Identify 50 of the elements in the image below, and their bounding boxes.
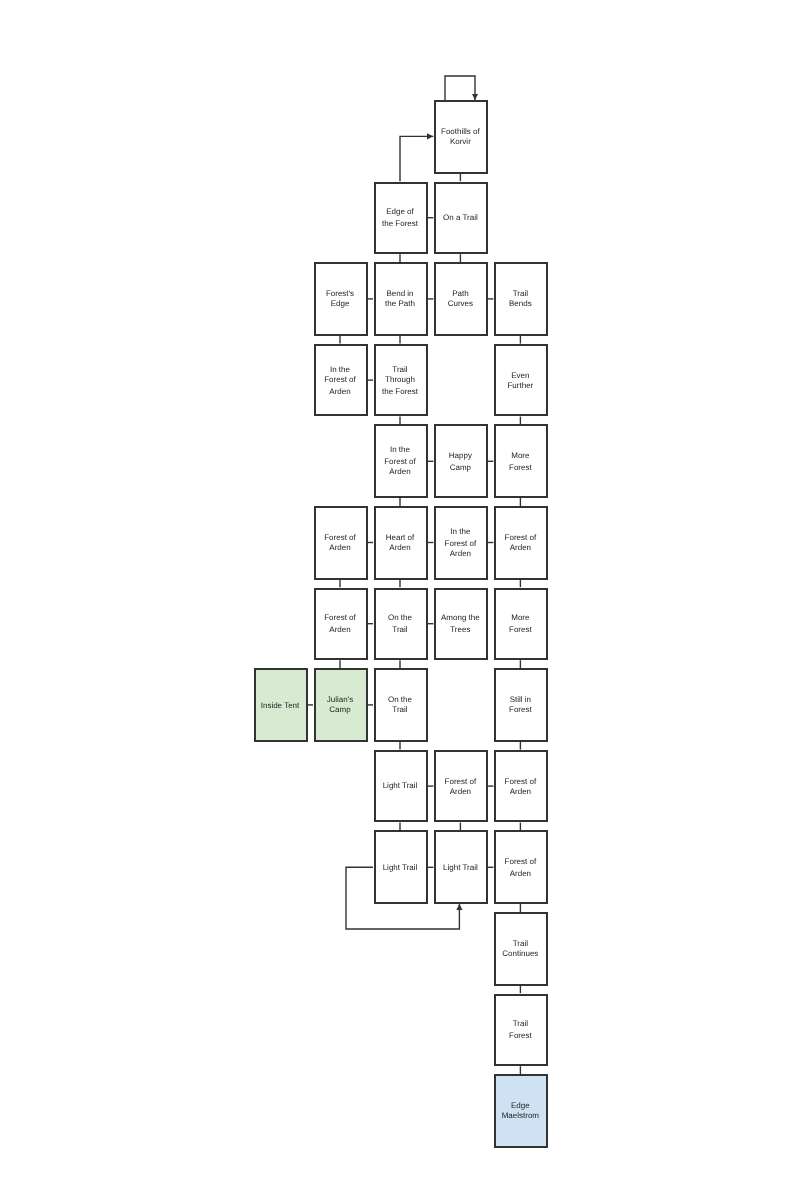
room-box (373, 587, 427, 661)
room-box (433, 587, 488, 661)
connector-line (399, 659, 401, 670)
room-box (373, 830, 427, 904)
connector-line (486, 541, 495, 544)
room-box (313, 668, 367, 742)
room-box (493, 587, 548, 661)
room-box (493, 262, 548, 336)
connector-line (399, 334, 401, 345)
arrow (444, 75, 479, 101)
connector-line (399, 740, 401, 751)
connector-line (399, 497, 401, 507)
connector-line (399, 415, 401, 426)
arrow (345, 866, 463, 930)
room-box (493, 668, 548, 742)
room-box (433, 424, 488, 498)
room-box (313, 343, 367, 417)
connector-line (366, 541, 374, 544)
room-box (373, 506, 427, 579)
room-box (493, 424, 548, 498)
room-box (493, 343, 548, 417)
room-box (433, 830, 488, 904)
room-box (313, 506, 367, 579)
room-box (493, 830, 548, 904)
room-box (433, 100, 488, 173)
room-box (313, 262, 367, 336)
connector-line (339, 659, 341, 670)
room-box (253, 668, 307, 742)
room-box (493, 912, 548, 985)
room-box (373, 749, 427, 823)
connector-line (399, 578, 401, 588)
room-box (493, 993, 548, 1067)
room-box (433, 181, 488, 255)
room-box (313, 587, 367, 661)
room-box (493, 1074, 548, 1148)
room-box (373, 181, 427, 255)
room-box (493, 749, 548, 823)
room-box (493, 506, 548, 579)
room-box (433, 506, 488, 579)
connector-line (339, 578, 341, 588)
room-box (433, 262, 488, 336)
room-box (373, 262, 427, 336)
room-box (373, 668, 427, 742)
room-box (433, 749, 488, 823)
room-box (373, 343, 427, 417)
connector-line (339, 334, 341, 345)
connector-line (399, 821, 401, 832)
room-box (373, 424, 427, 498)
connector-line (399, 253, 401, 264)
arrow (399, 133, 435, 182)
